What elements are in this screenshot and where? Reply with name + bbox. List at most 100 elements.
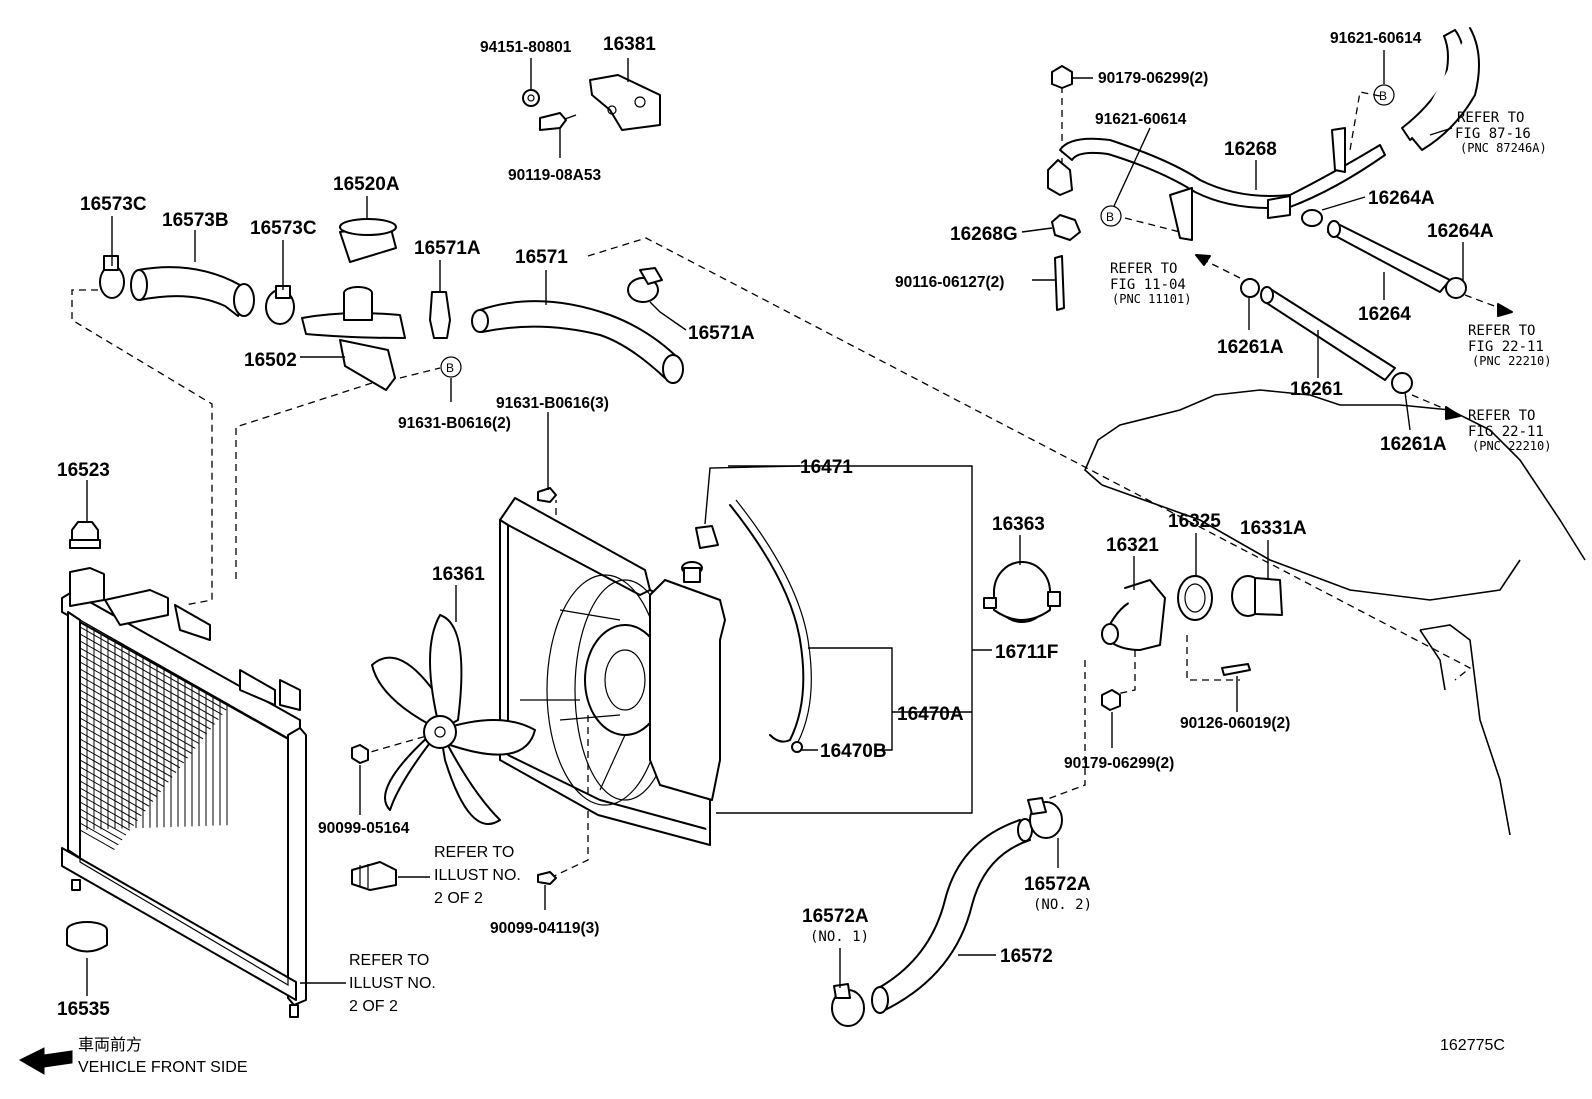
label-16571: 16571: [515, 247, 568, 268]
clamp-16573C-right: [265, 285, 295, 325]
refer-11-04-line2: FIG 11-04: [1110, 277, 1186, 293]
label-90099-04119: 90099-04119(3): [490, 920, 599, 937]
label-16520A: 16520A: [333, 174, 400, 195]
arrow-left-icon: [18, 1047, 73, 1075]
label-91631-B0616-2: 91631-B0616(2): [398, 415, 511, 432]
svg-text:B: B: [1106, 210, 1114, 224]
label-16321: 16321: [1106, 535, 1159, 556]
water-inlet-16502: [301, 286, 406, 391]
radiator-cap-16520A: [339, 218, 397, 263]
hose-16571: [471, 300, 684, 384]
callout-b-pipe: B: [1100, 205, 1122, 227]
refer-22-11a-line1: REFER TO: [1468, 323, 1535, 339]
reservoir-hose-16470A: [695, 499, 812, 753]
refer-illust-b-line3: 2 OF 2: [349, 998, 398, 1015]
gasket-16325: [1177, 575, 1213, 621]
label-16711F: 16711F: [995, 642, 1058, 663]
label-16268: 16268: [1224, 139, 1277, 160]
label-90116-06127: 90116-06127(2): [895, 274, 1004, 291]
label-90099-05164: 90099-05164: [318, 820, 410, 837]
refer-22-11a-line2: FIG 22-11: [1468, 339, 1544, 355]
label-16572: 16572: [1000, 946, 1053, 967]
label-91621-60614-mid: 91621-60614: [1095, 111, 1187, 128]
direction-label-jp: 車両前方: [78, 1036, 142, 1054]
engine-block-outline: [1084, 389, 1586, 836]
bolt-91631-b0616-3: [537, 487, 557, 503]
refer-22-11b-line1: REFER TO: [1468, 408, 1535, 424]
bracket-16381: [589, 74, 661, 131]
label-90126-06019: 90126-06019(2): [1180, 715, 1290, 732]
radiator-support-cushion-lower: [66, 921, 108, 953]
label-16571A-right: 16571A: [688, 323, 755, 344]
label-94151-80801: 94151-80801: [480, 39, 572, 56]
bolt-90119: [539, 112, 577, 131]
label-16261: 16261: [1290, 379, 1343, 400]
label-16470A: 16470A: [897, 704, 964, 725]
label-16264A-lower: 16264A: [1427, 221, 1494, 242]
nut-90179-upper: [1051, 65, 1073, 89]
callout-b-near-fan: B: [440, 356, 462, 378]
label-16363: 16363: [992, 514, 1045, 535]
refer-22-11b-line3: (PNC 22210): [1472, 439, 1551, 453]
label-16571A-left: 16571A: [414, 238, 481, 259]
nut-90179-lower: [1101, 689, 1121, 711]
label-91631-B0616-3: 91631-B0616(3): [496, 395, 609, 412]
leader-lines: [86, 50, 1464, 996]
clamp-16571A-right: [627, 267, 663, 303]
refer-11-04-line1: REFER TO: [1110, 261, 1177, 277]
refer-22-11a-line3: (PNC 22210): [1472, 354, 1551, 368]
nut-90099-05164: [351, 744, 369, 764]
clamp-16573C-left: [99, 255, 125, 299]
hose-16261: [1260, 286, 1396, 381]
water-outlet-16321: [1101, 579, 1166, 651]
label-16268G: 16268G: [950, 224, 1018, 245]
refer-87-16-line1: REFER TO: [1457, 110, 1524, 126]
label-16361: 16361: [432, 564, 485, 585]
label-16502: 16502: [244, 350, 297, 371]
clamp-16264A-upper: [1301, 209, 1323, 227]
bolt-90099-04119: [537, 871, 557, 885]
clamp-16264A-lower: [1445, 277, 1467, 299]
refer-illust-a-line1: REFER TO: [434, 844, 514, 861]
label-90179-06299-lower: 90179-06299(2): [1064, 755, 1174, 772]
direction-label-en: VEHICLE FRONT SIDE: [78, 1059, 248, 1076]
sublabel-no2: (NO. 2): [1033, 897, 1092, 913]
label-16264A-upper: 16264A: [1368, 188, 1435, 209]
hose-16573B: [130, 266, 255, 317]
fan-blade-16361: [371, 614, 536, 825]
refer-notes: REFER TO FIG 87-16 (PNC 87246A) REFER TO…: [349, 110, 1551, 1015]
connector-fan-motor: [351, 861, 397, 891]
label-91621-60614-top: 91621-60614: [1330, 30, 1422, 47]
refer-87-16-line3: (PNC 87246A): [1460, 141, 1547, 155]
vehicle-front-indicator: 車両前方 VEHICLE FRONT SIDE: [18, 1036, 248, 1076]
label-16471: 16471: [800, 457, 853, 478]
label-16535: 16535: [57, 999, 110, 1020]
water-pipe-16268: [1047, 127, 1386, 241]
thermostat-16331A: [1231, 575, 1283, 617]
refer-illust-b-line2: ILLUST NO.: [349, 975, 436, 992]
hose-inlet-87246A: [1401, 27, 1480, 151]
radiator: [61, 567, 307, 1018]
nut-94151: [522, 89, 540, 107]
label-16573C-left: 16573C: [80, 194, 147, 215]
label-90179-06299-upper: 90179-06299(2): [1098, 70, 1208, 87]
hose-16572: [871, 818, 1033, 1014]
svg-text:B: B: [446, 361, 454, 375]
label-16573B: 16573B: [162, 210, 229, 231]
label-16331A: 16331A: [1240, 518, 1307, 539]
label-90119-08A53: 90119-08A53: [508, 167, 601, 184]
clamp-16571A-left: [429, 291, 451, 339]
refer-87-16-line2: FIG 87-16: [1455, 126, 1531, 142]
part-labels: 94151-80801 16381 90119-08A53 16573C 165…: [57, 30, 1494, 1020]
figure-code: 162775C: [1440, 1037, 1505, 1054]
gasket-16268G: [1051, 214, 1081, 241]
refer-arrows: [1195, 254, 1513, 420]
stud-90116: [1054, 255, 1065, 311]
callout-b-top-right: B: [1373, 84, 1395, 106]
label-16470B: 16470B: [820, 741, 887, 762]
clamp-16261A-lower: [1391, 372, 1413, 394]
svg-text:B: B: [1379, 89, 1387, 103]
label-16523: 16523: [57, 460, 110, 481]
